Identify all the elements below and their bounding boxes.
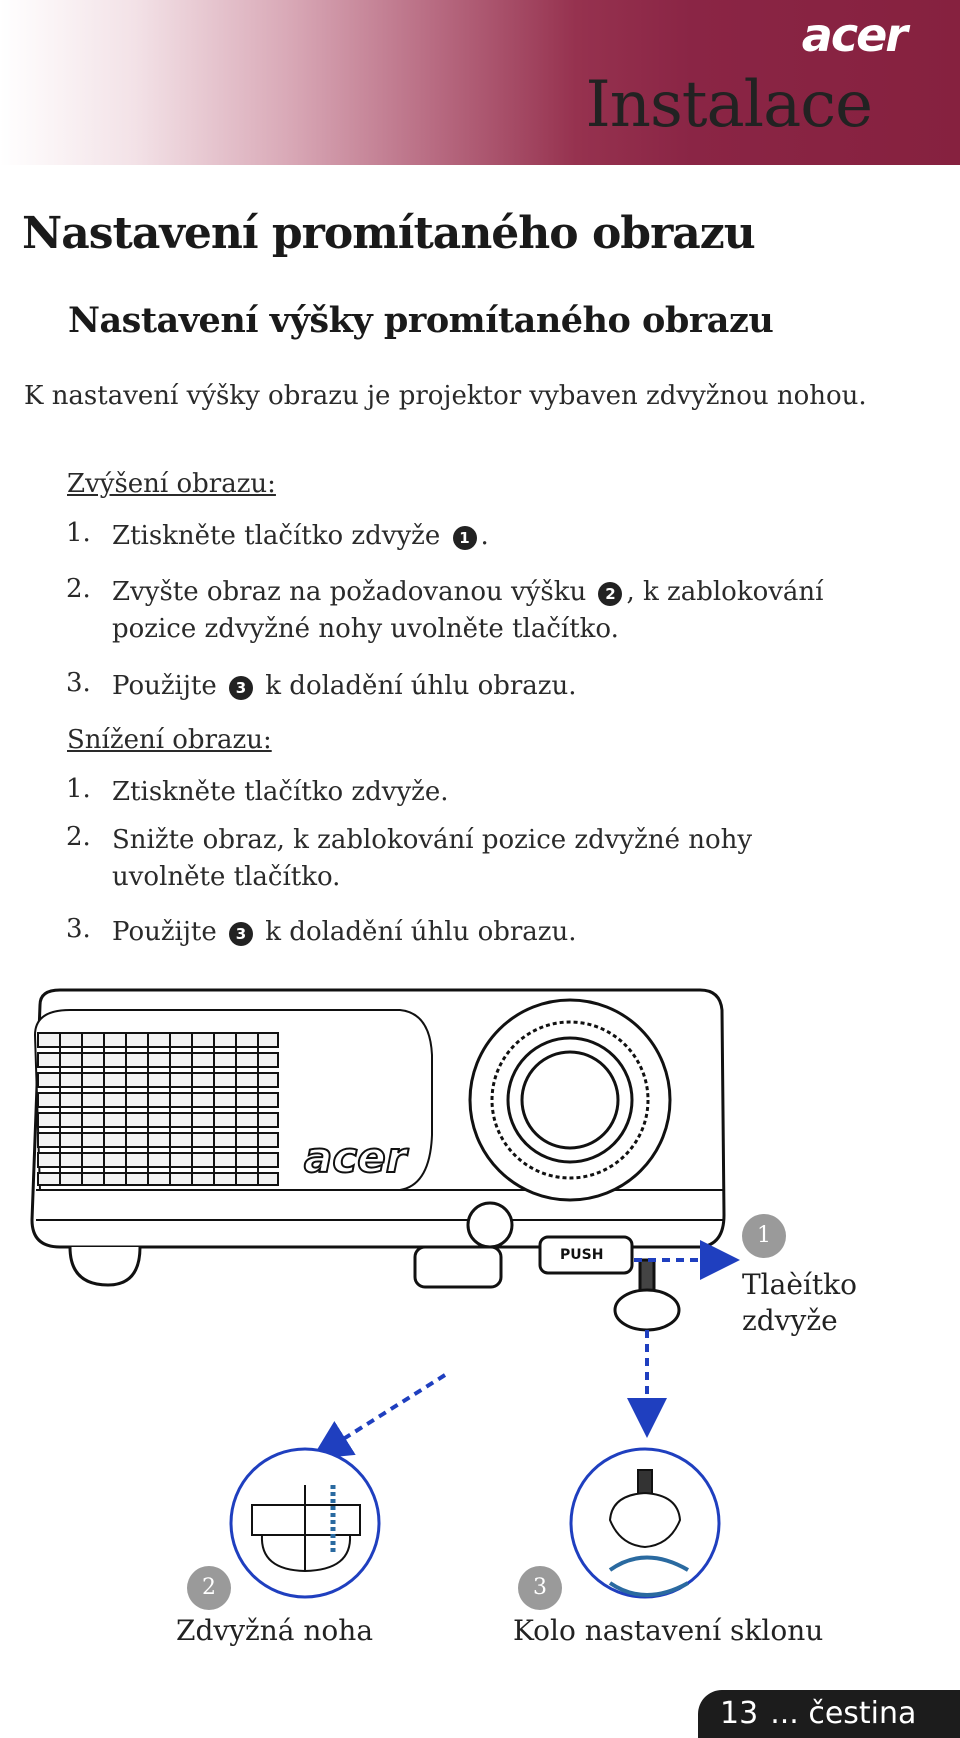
- step-badge-1-icon: 1: [452, 526, 477, 550]
- lower-heading: Snížení obrazu:: [67, 725, 272, 755]
- raise-step-3-text: Použijte: [112, 671, 217, 701]
- page-footer: 13 ... čestina: [698, 1690, 960, 1738]
- vent-grille: [33, 1009, 433, 1191]
- footer-language: ... čestina: [770, 1696, 917, 1731]
- page-number: 13: [720, 1696, 759, 1731]
- raise-step-2-end: , k zablokování pozice zdvyžné nohy uvol…: [112, 577, 824, 644]
- raise-step-2-text: Zvyšte obraz na požadovanou výšku: [112, 577, 587, 607]
- step-badge-2-icon: 2: [598, 582, 623, 606]
- callout-1-badge: 1: [742, 1214, 786, 1258]
- acer-logo: acer: [801, 8, 908, 62]
- callout-3-badge: 3: [518, 1566, 562, 1610]
- callout-2-label: Zdvyžná noha: [176, 1614, 374, 1647]
- raise-step-2-number: 2.: [66, 574, 91, 604]
- intro-paragraph: K nastavení výšky obrazu je projektor vy…: [24, 381, 867, 411]
- chapter-title: Instalace: [585, 68, 873, 142]
- lower-step-3-text: Použijte: [112, 917, 217, 947]
- projector-acer-logo: acer: [303, 1132, 407, 1183]
- lower-step-2-number: 2.: [66, 822, 91, 852]
- feet: [68, 1245, 681, 1332]
- projector-illustration: [30, 988, 740, 1599]
- section-title: Nastavení promítaného obrazu: [22, 208, 756, 259]
- lens: [466, 998, 672, 1249]
- callout-1-label: Tlaèítko zdvyže: [742, 1267, 857, 1339]
- lower-step-3-end: k doladění úhlu obrazu.: [265, 917, 577, 947]
- subsection-title: Nastavení výšky promítaného obrazu: [68, 300, 774, 341]
- callout-arrows: [311, 1240, 740, 1460]
- projector-figure: acer PUSH 1 Tlaèítko zdvyže 2 Zdvyžná no…: [0, 985, 960, 1685]
- raise-step-3-end: k doladění úhlu obrazu.: [265, 671, 577, 701]
- lower-step-1: Ztiskněte tlačítko zdvyže.: [112, 777, 449, 807]
- push-label: PUSH: [560, 1247, 604, 1263]
- callout-1-line1: Tlaèítko: [742, 1268, 857, 1301]
- raise-heading: Zvýšení obrazu:: [67, 469, 276, 499]
- raise-step-2: Zvyšte obraz na požadovanou výšku 2, k z…: [112, 574, 902, 648]
- raise-step-3-number: 3.: [66, 668, 91, 698]
- page-header-band: acer Instalace: [0, 0, 960, 165]
- raise-step-1-end: .: [480, 521, 489, 551]
- lower-step-3-number: 3.: [66, 914, 91, 944]
- callout-2-badge: 2: [187, 1566, 231, 1610]
- lower-step-2: Snižte obraz, k zablokování pozice zdvyž…: [112, 825, 753, 892]
- step-badge-3b-icon: 3: [229, 922, 254, 946]
- raise-step-1-number: 1.: [66, 518, 91, 548]
- callout-3-label: Kolo nastavení sklonu: [513, 1614, 824, 1647]
- raise-step-1-text: Ztiskněte tlačítko zdvyže: [112, 521, 441, 551]
- raise-step-3: Použijte 3 k doladění úhlu obrazu.: [112, 668, 902, 705]
- step-badge-3-icon: 3: [229, 676, 254, 700]
- lower-step-1-number: 1.: [66, 774, 91, 804]
- callout-1-line2: zdvyže: [742, 1304, 838, 1337]
- lower-step-3: Použijte 3 k doladění úhlu obrazu.: [112, 914, 902, 951]
- raise-step-1: Ztiskněte tlačítko zdvyže 1.: [112, 518, 902, 555]
- push-button-shape: [538, 1235, 634, 1275]
